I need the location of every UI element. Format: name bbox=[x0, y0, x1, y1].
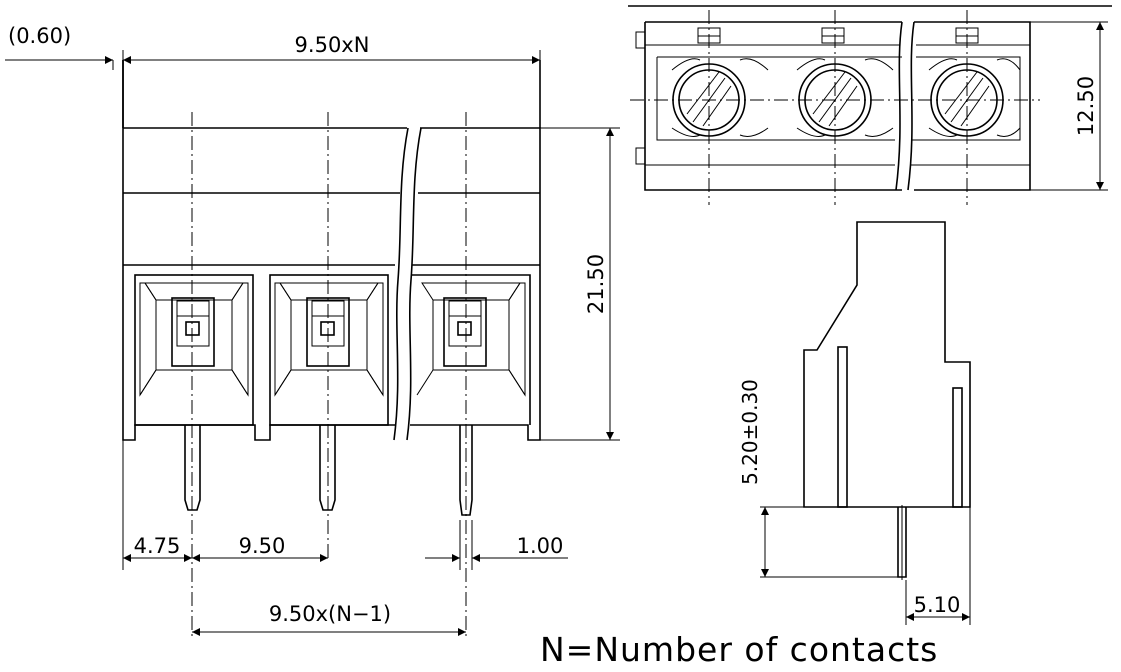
front-view bbox=[5, 50, 620, 640]
terminal-cavity bbox=[134, 274, 254, 426]
dim-pin-length-label: 5.20±0.30 bbox=[738, 379, 762, 485]
dim-pin-offset-label: 5.10 bbox=[914, 593, 961, 617]
contacts-note: N=Number of contacts bbox=[540, 630, 938, 669]
dim-width-total-label: 9.50xN bbox=[295, 33, 370, 57]
screw bbox=[928, 58, 1021, 137]
dim-pitch-label: 9.50 bbox=[239, 534, 286, 558]
top-view bbox=[628, 5, 1112, 205]
dim-height-front-label: 21.50 bbox=[584, 254, 608, 314]
dim-pin-width-label: 1.00 bbox=[517, 534, 564, 558]
terminal-cavity bbox=[269, 274, 389, 426]
screw bbox=[796, 58, 894, 137]
dim-pin-edge-label: 4.75 bbox=[134, 534, 181, 558]
dim-offset-label: (0.60) bbox=[8, 24, 71, 48]
screw bbox=[671, 58, 769, 137]
side-view bbox=[760, 221, 971, 625]
dim-height-top-label: 12.50 bbox=[1074, 76, 1098, 136]
terminal-cavity bbox=[412, 274, 531, 425]
dim-pin-span-label: 9.50x(N−1) bbox=[269, 602, 391, 626]
